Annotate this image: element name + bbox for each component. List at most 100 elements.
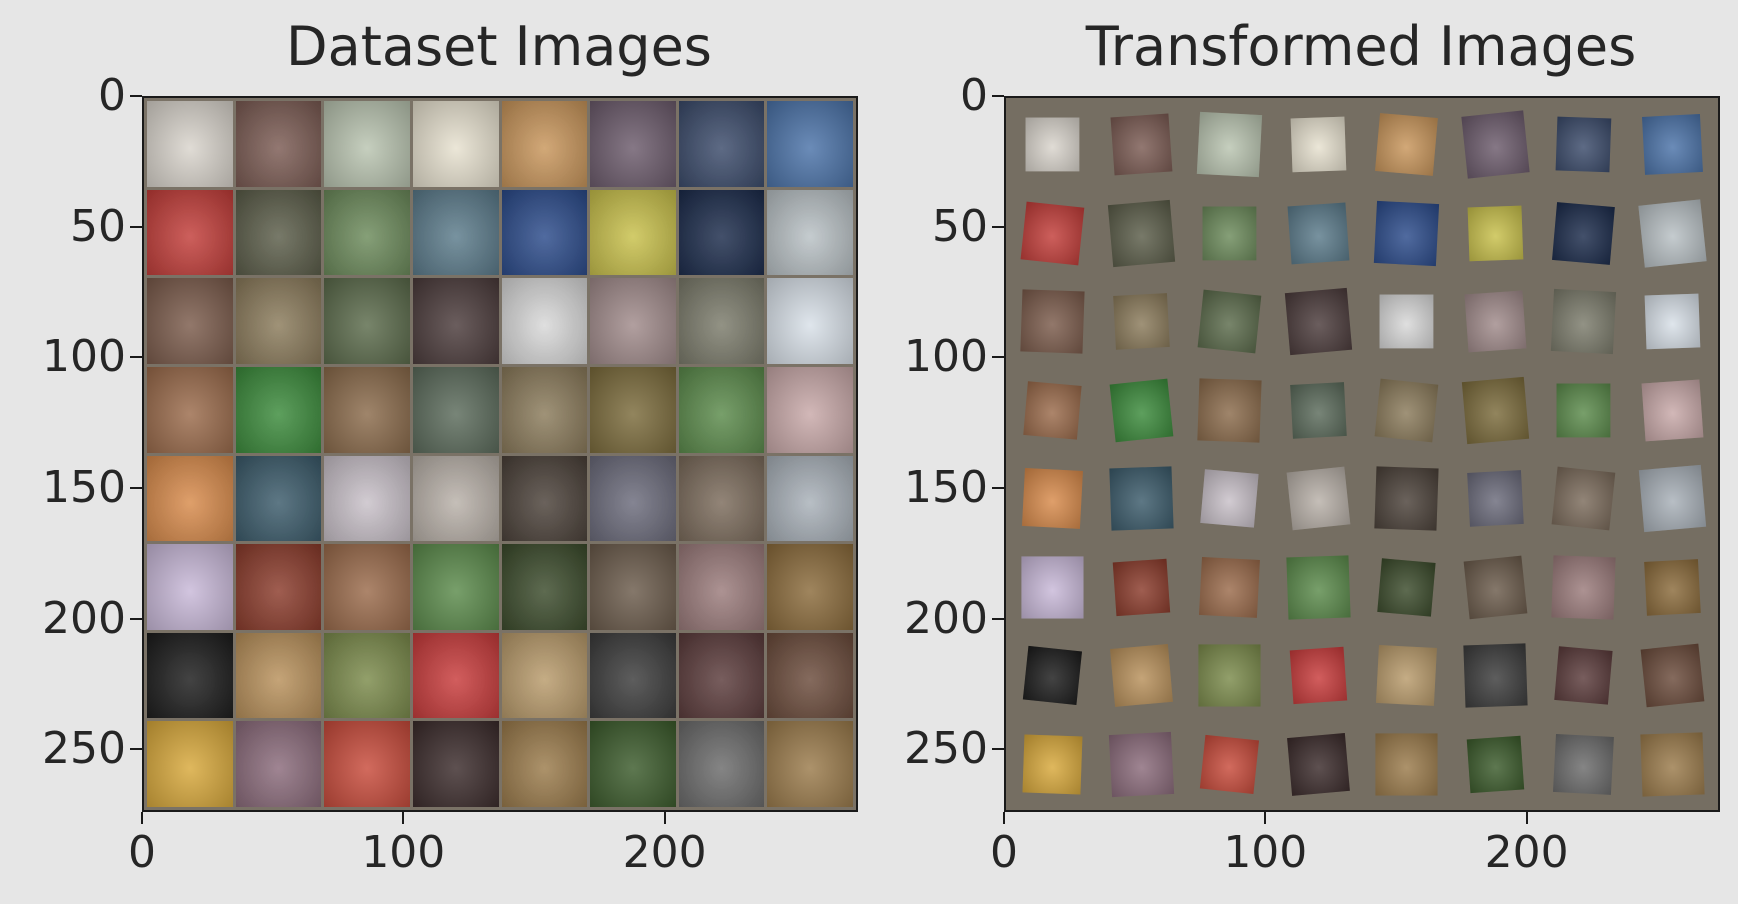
image-tile [235, 189, 322, 276]
y-tick-label: 50 [932, 200, 988, 252]
image-tile [1286, 732, 1349, 795]
image-tile [412, 366, 499, 453]
image-tile [147, 366, 233, 453]
image-tile [678, 101, 765, 187]
image-tile [767, 278, 853, 364]
image-tile [412, 544, 499, 630]
x-tick-label: 100 [361, 827, 446, 878]
x-tick-mark [402, 812, 405, 824]
image-tile [1020, 289, 1085, 354]
image-tile [147, 189, 233, 276]
image-tile [1375, 113, 1438, 176]
image-tile [678, 366, 765, 453]
image-tile [767, 189, 853, 276]
image-tile [324, 632, 410, 719]
image-tile [678, 278, 765, 364]
image-tile [1555, 116, 1611, 172]
image-tile [1112, 558, 1170, 616]
image-tile [501, 101, 588, 187]
image-tile [1464, 290, 1526, 352]
x-tick-mark [1264, 812, 1267, 824]
panel-title: Transformed Images [1085, 15, 1637, 78]
image-tile [590, 278, 676, 364]
image-tile [235, 101, 322, 187]
image-tile [767, 544, 853, 630]
panel-title: Dataset Images [286, 15, 712, 78]
image-tile [324, 278, 410, 364]
x-tick-mark [1003, 812, 1005, 824]
image-tile [1198, 644, 1261, 707]
image-tile [1287, 202, 1349, 264]
image-tile [147, 101, 233, 187]
image-tile [590, 366, 676, 453]
image-tile [678, 632, 765, 719]
image-tile [1286, 466, 1350, 530]
image-tile [590, 455, 676, 542]
image-tile [235, 544, 322, 630]
image-tile [767, 455, 853, 542]
y-tick-mark [130, 748, 142, 751]
image-tile [1637, 198, 1706, 267]
y-tick-mark [130, 225, 142, 228]
y-tick-mark [130, 95, 142, 97]
image-tile [235, 278, 322, 364]
image-tile [235, 455, 322, 542]
image-tile [235, 721, 322, 807]
image-tile [324, 189, 410, 276]
image-tile [1375, 732, 1438, 795]
image-tile [501, 721, 588, 807]
image-tile [1556, 383, 1610, 437]
y-tick-mark [992, 617, 1004, 620]
transformed-image-grid [1006, 98, 1718, 810]
image-tile [1196, 111, 1262, 177]
image-tile [1020, 201, 1084, 265]
image-tile [590, 632, 676, 719]
image-tile [501, 632, 588, 719]
image-tile [412, 455, 499, 542]
image-tile [1289, 646, 1347, 704]
image-tile [324, 721, 410, 807]
image-tile [1554, 646, 1613, 705]
image-tile [1109, 644, 1172, 707]
image-tile [324, 101, 410, 187]
image-tile [767, 366, 853, 453]
image-tile [1374, 466, 1439, 531]
image-tile [147, 632, 233, 719]
image-tile [147, 544, 233, 630]
image-tile [412, 721, 499, 807]
image-tile [1373, 200, 1439, 266]
y-tick-label: 100 [904, 331, 988, 383]
image-tile [1021, 555, 1084, 618]
x-tick-label: 200 [1484, 827, 1569, 878]
y-tick-mark [992, 748, 1004, 751]
x-tick-label: 100 [1223, 827, 1308, 878]
image-tile [1374, 378, 1438, 442]
image-tile [412, 632, 499, 719]
y-tick-label: 50 [70, 200, 126, 252]
image-tile [1202, 206, 1256, 260]
image-tile [1466, 735, 1524, 793]
image-tile [678, 544, 765, 630]
image-tile [1550, 288, 1616, 354]
x-tick-label: 200 [622, 827, 707, 878]
image-tile [1284, 287, 1352, 355]
image-tile [1285, 554, 1350, 619]
image-tile [1107, 199, 1175, 267]
image-tile [1199, 734, 1259, 794]
y-tick-mark [130, 486, 142, 489]
y-tick-label: 100 [42, 331, 126, 383]
image-tile [1551, 554, 1616, 619]
image-tile [1023, 380, 1082, 439]
x-tick-mark [663, 812, 666, 824]
image-tile [590, 544, 676, 630]
y-tick-label: 150 [42, 461, 126, 513]
image-tile [1463, 555, 1527, 619]
dataset-image-grid [144, 98, 856, 810]
y-tick-mark [992, 486, 1004, 489]
image-tile [1377, 557, 1436, 616]
image-tile [147, 721, 233, 807]
image-tile [501, 544, 588, 630]
x-tick-label: 0 [128, 827, 156, 878]
image-tile [1643, 558, 1700, 615]
